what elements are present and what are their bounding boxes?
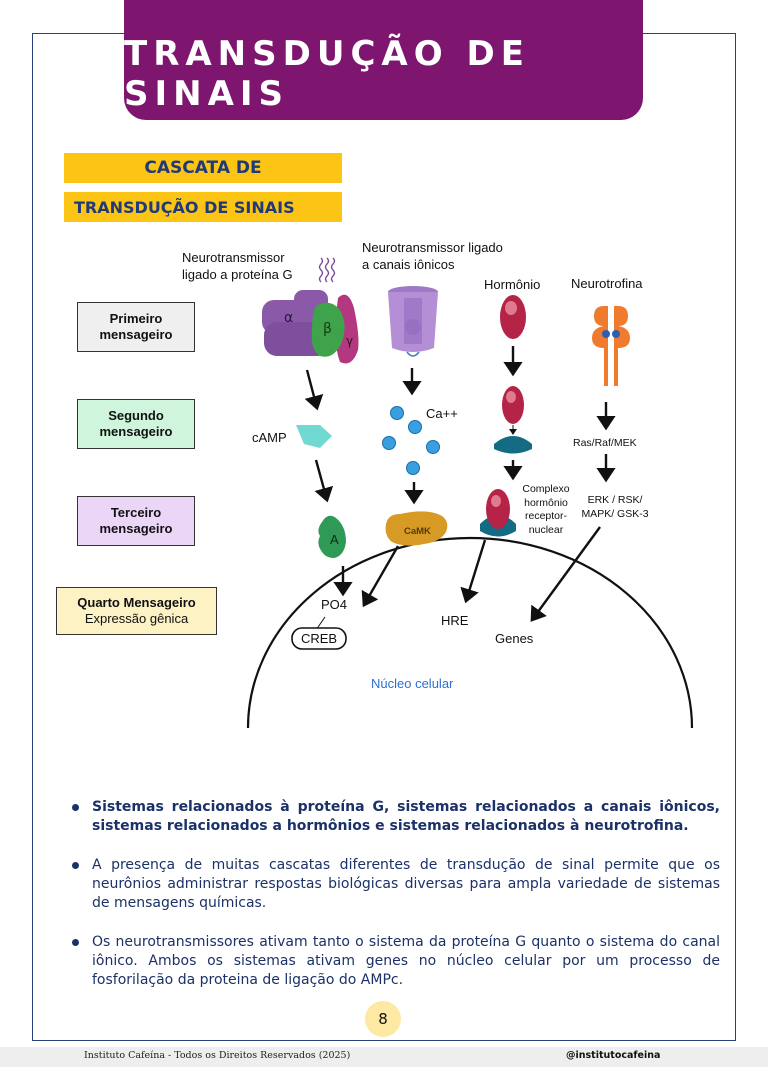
ca-ion — [408, 420, 422, 434]
neurotrophin-ligand-1 — [602, 330, 610, 338]
bullet-text: Os neurotransmissores ativam tanto o sis… — [92, 934, 720, 988]
arrow-complex-hre — [460, 539, 487, 604]
second-messenger-box: Segundo mensageiro — [77, 399, 195, 449]
col3-title: Hormônio — [484, 277, 541, 292]
creb-box — [291, 627, 347, 650]
bullet-item: A presença de muitas cascatas diferentes… — [70, 856, 720, 913]
third-messenger-box: Terceiro mensageiro — [77, 496, 195, 546]
hormone-complex-highlight — [491, 495, 501, 507]
receptor-squiggle-1 — [318, 257, 324, 283]
po4-label: PO4 — [321, 597, 348, 612]
ion-channel-ion — [405, 319, 421, 335]
footer-handle: @institutocafeina — [566, 1050, 661, 1061]
first-messenger-box: Primeiro mensageiro — [77, 302, 195, 352]
col4-title: Neurotrofina — [571, 276, 643, 291]
arrow-erk-genes — [530, 526, 601, 622]
summary-bullets: Sistemas relacionados à proteína G, sist… — [70, 798, 720, 1010]
arrow-gprotein-camp — [304, 369, 324, 411]
col2-title: Neurotransmissor ligado a canais iônicos — [362, 240, 503, 272]
footer-copyright: Instituto Cafeína - Todos os Direitos Re… — [84, 1050, 351, 1061]
section-title-line1: CASCATA DE — [64, 153, 342, 183]
ca-label: Ca++ — [426, 406, 458, 421]
receptor-squiggle-2 — [324, 257, 330, 283]
fourth-messenger-subtitle: Expressão gênica — [84, 611, 189, 626]
arrow-camp-enzyme — [314, 459, 334, 503]
camk-label: CaMK — [404, 526, 431, 537]
beta-subunit — [311, 302, 345, 357]
alpha-label: α — [284, 310, 293, 326]
bullet-dot-icon — [72, 939, 79, 946]
nucleus-label: Núcleo celular — [371, 676, 454, 691]
ca-ion — [382, 436, 396, 450]
col1-title: Neurotransmissor ligado a proteína G — [182, 250, 293, 282]
receptor-squiggle-3 — [330, 257, 336, 283]
neurotrophin-ligand-2 — [612, 330, 620, 338]
beta-label: β — [323, 321, 332, 337]
hormone-complex — [486, 489, 510, 529]
hormone-bound-highlight — [506, 391, 516, 403]
complex-label: Complexo hormônio receptor-nuclear — [522, 483, 570, 536]
ca-ion — [406, 461, 420, 475]
ion-channel-tail — [406, 351, 420, 357]
bullet-item: Sistemas relacionados à proteína G, sist… — [70, 798, 720, 836]
gamma-subunit — [335, 294, 359, 364]
camk-shape — [385, 511, 448, 546]
trk-right — [614, 306, 630, 386]
camp-molecule — [296, 425, 332, 448]
ion-channel — [388, 286, 438, 357]
hormone-highlight — [505, 301, 517, 315]
bullet-text: Sistemas relacionados à proteína G, sist… — [92, 799, 720, 834]
g-protein-complex — [262, 257, 359, 364]
signal-cascade-diagram: α β γ A CaMK — [246, 257, 694, 729]
page-number: 8 — [365, 1001, 401, 1037]
page-title: TRANSDUÇÃO DE SINAIS — [124, 34, 530, 114]
ca-ion — [390, 406, 404, 420]
footer-bar: Instituto Cafeína - Todos os Direitos Re… — [0, 1047, 768, 1067]
fourth-messenger-box: Quarto Mensageiro Expressão gênica — [56, 587, 217, 635]
nucleus-membrane — [246, 536, 694, 729]
section-title-line2: TRANSDUÇÃO DE SINAIS — [64, 192, 342, 222]
ca-ion — [426, 440, 440, 454]
fourth-messenger-title: Quarto Mensageiro — [77, 594, 196, 610]
erk-label: ERK / RSK/ MAPK/ GSK-3 — [581, 494, 649, 520]
arrow-camk-po4 — [361, 545, 400, 608]
ras-label: Ras/Raf/MEK — [573, 437, 637, 449]
calcium-ions — [382, 406, 440, 475]
genes-label: Genes — [495, 631, 534, 646]
bullet-text: A presença de muitas cascatas diferentes… — [92, 857, 720, 911]
bullet-item: Os neurotransmissores ativam tanto o sis… — [70, 933, 720, 990]
hormone-receptor — [494, 436, 532, 454]
gamma-label: γ — [346, 334, 353, 348]
neurotrophin-receptor — [592, 306, 630, 386]
trk-left — [592, 306, 608, 386]
bullet-dot-icon — [72, 804, 79, 811]
bullet-dot-icon — [72, 862, 79, 869]
enzyme-a-label: A — [330, 532, 339, 547]
creb-label: CREB — [301, 631, 337, 646]
enzyme-a-shape — [318, 515, 346, 558]
title-banner: TRANSDUÇÃO DE SINAIS — [124, 0, 643, 120]
hre-label: HRE — [441, 613, 469, 628]
camp-label: cAMP — [252, 430, 287, 445]
